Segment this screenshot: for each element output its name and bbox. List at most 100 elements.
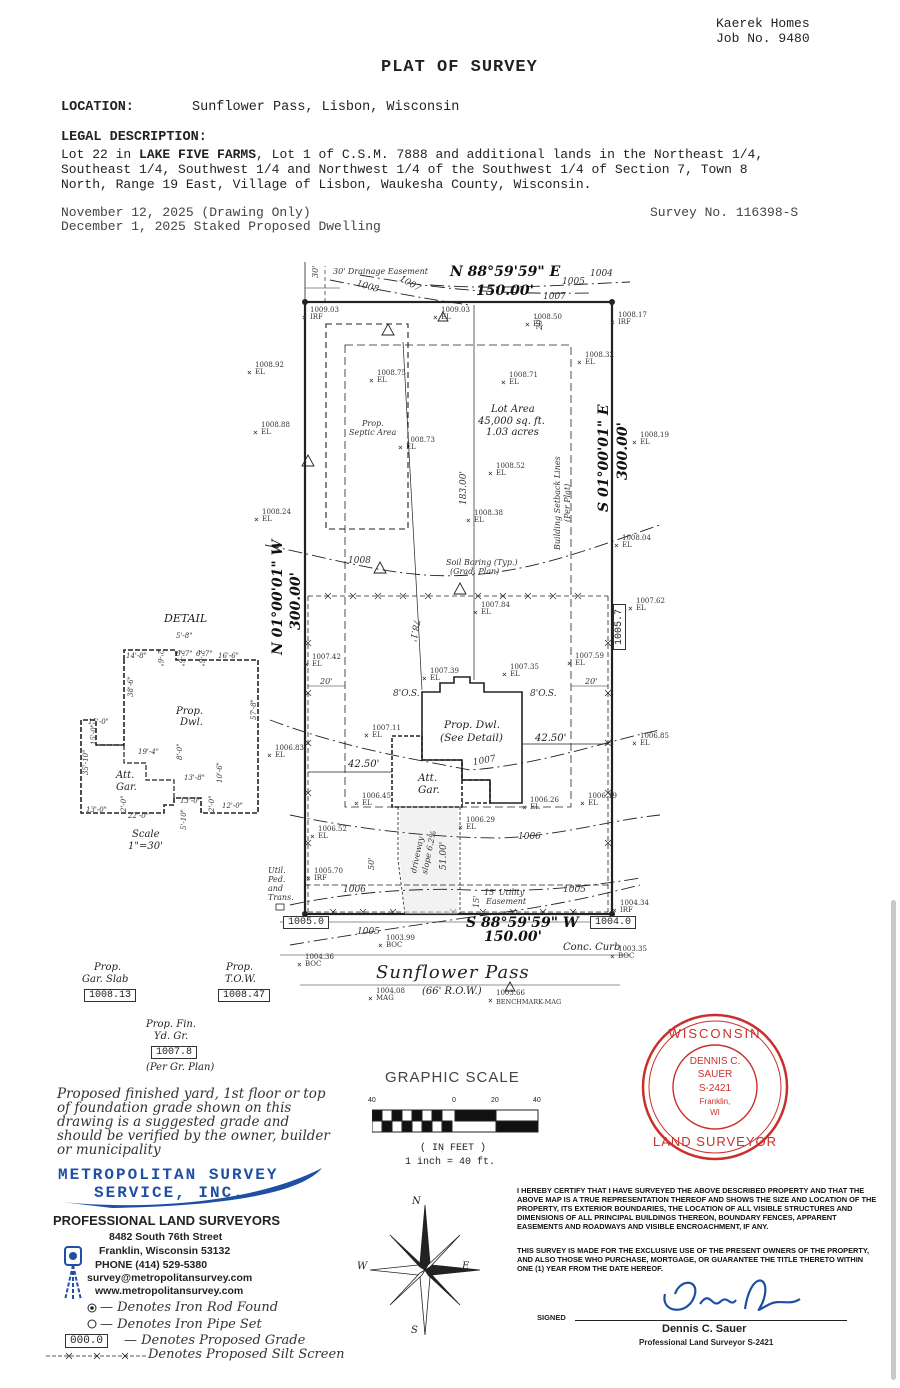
setback-lines-label: Building Setback Lines bbox=[553, 456, 562, 550]
company-phone: PHONE (414) 529-5380 bbox=[95, 1259, 208, 1271]
detail-scale-value: 1"=30' bbox=[128, 841, 163, 852]
elevation-type: BOC bbox=[618, 952, 635, 960]
concrete-curb: Conc. Curb bbox=[563, 942, 621, 953]
septic-label-2: Septic Area bbox=[349, 428, 397, 437]
utility-pedestal-label: Util. Ped. and Trans. bbox=[268, 866, 294, 902]
elevation-value: 1009.03 bbox=[310, 306, 339, 314]
signature-line bbox=[575, 1320, 847, 1321]
elevation-marker: × bbox=[368, 994, 373, 1003]
elevation-value: 1008.88 bbox=[261, 421, 290, 429]
scale-tick-zero: 0 bbox=[452, 1097, 456, 1104]
survey-number: Survey No. 116398-S bbox=[650, 205, 799, 220]
location-label: LOCATION: bbox=[61, 100, 134, 115]
graphic-scale-title: GRAPHIC SCALE bbox=[385, 1069, 520, 1086]
detail-dimension: 5'-8" bbox=[176, 632, 193, 640]
tow-value: 1008.47 bbox=[218, 989, 271, 1002]
elevation-marker: × bbox=[522, 803, 527, 812]
elevation-type: EL bbox=[622, 541, 632, 549]
elevation-marker: × bbox=[304, 660, 309, 669]
finished-yard-value: 1007.8 bbox=[151, 1046, 198, 1059]
elevation-marker: × bbox=[364, 731, 369, 740]
elevation-value: 1008.92 bbox=[255, 361, 284, 369]
elevation-type: EL bbox=[496, 469, 506, 477]
elevation-value: 1008.50 bbox=[533, 313, 562, 321]
elevation-type: EL bbox=[441, 313, 451, 321]
detail-scale-label: Scale bbox=[132, 829, 160, 840]
elevation-type: IRF bbox=[314, 874, 327, 882]
finished-yard-note: (Per Gr. Plan) bbox=[146, 1062, 215, 1073]
document-title: PLAT OF SURVEY bbox=[381, 58, 538, 77]
elevation-marker: × bbox=[433, 313, 438, 322]
exclusive-use-paragraph: THIS SURVEY IS MADE FOR THE EXCLUSIVE US… bbox=[517, 1246, 870, 1273]
east-bearing: S 01°00'01" E bbox=[596, 404, 612, 512]
attached-garage-outline bbox=[391, 735, 491, 808]
elevation-marker: × bbox=[473, 608, 478, 617]
elevation-value: 1004.34 bbox=[620, 899, 649, 907]
legal-description-label: LEGAL DESCRIPTION: bbox=[61, 130, 207, 145]
elevation-marker: × bbox=[610, 318, 615, 327]
detail-title: DETAIL bbox=[164, 612, 208, 625]
elevation-value: 1003.35 bbox=[618, 945, 647, 953]
surveyor-signature bbox=[663, 1279, 801, 1312]
company-logo-swoosh bbox=[62, 1168, 322, 1208]
elevation-type: EL bbox=[533, 320, 543, 328]
elevation-type: EL bbox=[377, 376, 387, 384]
elevation-marker: × bbox=[253, 428, 258, 437]
elevation-marker: × bbox=[354, 799, 359, 808]
elevation-marker: × bbox=[525, 320, 530, 329]
elevation-marker: × bbox=[297, 960, 302, 969]
offset-left-4250: 42.50' bbox=[348, 759, 380, 770]
elevation-marker: × bbox=[628, 604, 633, 613]
legend-grade-box: 000.0 bbox=[65, 1334, 109, 1348]
elevation-type: IRF bbox=[618, 318, 631, 326]
elevation-type: EL bbox=[585, 358, 595, 366]
elevation-marker: × bbox=[466, 516, 471, 525]
elevation-value: 1006.26 bbox=[530, 796, 559, 804]
soil-boring-sub: (Grad. Plan) bbox=[450, 567, 500, 576]
elevation-marker: × bbox=[310, 832, 315, 841]
detail-dimension: 35'-10" bbox=[82, 749, 90, 775]
elevation-type: EL bbox=[481, 608, 491, 616]
elevation-value: 1006.83 bbox=[275, 744, 304, 752]
elevation-type: EL bbox=[262, 515, 272, 523]
finished-yard-label-1: Prop. Fin. bbox=[146, 1019, 197, 1030]
svg-text:S-2421: S-2421 bbox=[699, 1083, 732, 1094]
detail-dimension: 15'-0" bbox=[88, 718, 109, 726]
elevation-marker: × bbox=[488, 469, 493, 478]
company-address-1: 8482 South 76th Street bbox=[109, 1231, 223, 1243]
elevation-type: EL bbox=[430, 674, 440, 682]
dwelling-see-detail: (See Detail) bbox=[440, 732, 503, 744]
elevation-marker: × bbox=[577, 358, 582, 367]
utility-easement-2: Easement bbox=[486, 897, 527, 906]
elevation-type: IRF bbox=[620, 906, 633, 914]
contour-label: 1007 bbox=[543, 292, 566, 302]
vertical-scrollbar[interactable] bbox=[891, 900, 896, 1380]
gar-slab-value: 1008.13 bbox=[84, 989, 137, 1002]
elevation-value: 1008.71 bbox=[509, 371, 538, 379]
contour-label: 1006 bbox=[518, 832, 541, 842]
detail-dimension: 38'-6" bbox=[127, 676, 135, 697]
detail-dimension: 22'-0" bbox=[128, 812, 149, 820]
staked-date: December 1, 2025 Staked Proposed Dwellin… bbox=[61, 219, 381, 234]
elevation-marker: × bbox=[267, 751, 272, 760]
location-value: Sunflower Pass, Lisbon, Wisconsin bbox=[192, 100, 460, 115]
elevation-value: 1008.38 bbox=[474, 509, 503, 517]
contour-label: 1004 bbox=[590, 269, 613, 279]
elevation-type: IRF bbox=[310, 313, 323, 321]
elevation-point: 1003.66 bbox=[496, 990, 525, 997]
detail-drawing bbox=[80, 649, 259, 814]
septic-label-1: Prop. bbox=[362, 419, 384, 428]
lot-boundary bbox=[303, 300, 614, 916]
gar-slab-label-2: Gar. Slab bbox=[82, 974, 129, 985]
dim-183: 183.00' bbox=[459, 471, 469, 505]
